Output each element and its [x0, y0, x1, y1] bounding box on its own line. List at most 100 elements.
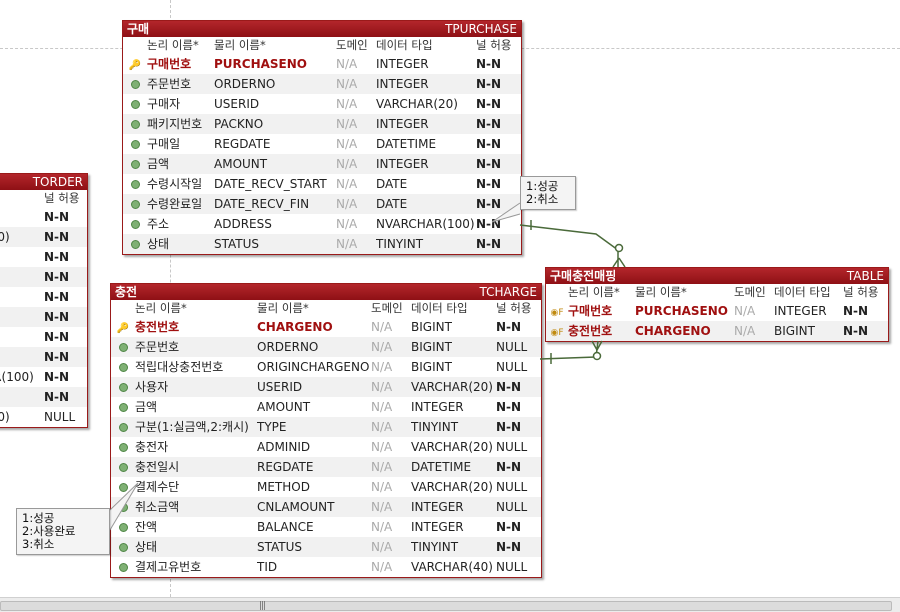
entity-torder[interactable]: TORDER 압 널 허용 N-N(20)N-NN-NEN-NN-NN-NN-N…: [0, 173, 88, 428]
attribute-domain: N/A: [371, 480, 393, 494]
attribute-nullable: NULL: [44, 410, 76, 424]
attribute-row[interactable]: AR(100)N-N: [0, 367, 87, 387]
entity-header[interactable]: 구매충전매핑 TABLE: [546, 268, 888, 284]
note-purchase-status[interactable]: 1:성공 2:취소: [520, 176, 576, 210]
note-line: 1:성공: [526, 179, 559, 193]
attribute-row[interactable]: N-N: [0, 307, 87, 327]
attribute-nullable: N-N: [44, 250, 70, 264]
column-header: 논리 이름* 물리 이름* 도메인 데이터 타입 널 허용: [111, 300, 541, 317]
attribute-key-cell: [111, 437, 135, 457]
attribute-key-cell: [123, 214, 147, 234]
attribute-physical: REGDATE: [214, 137, 271, 151]
attribute-logical: 주소: [147, 217, 170, 231]
col-header-datatype: 데이터 타입: [411, 301, 468, 315]
note-pointer-charge: [109, 482, 139, 531]
attribute-domain: N/A: [336, 137, 358, 151]
attribute-row[interactable]: (20)NULL: [0, 407, 87, 427]
attribute-key-cell: [123, 114, 147, 134]
attribute-datatype: BIGINT: [411, 340, 452, 354]
attribute-key-cell: [123, 94, 147, 114]
col-header-logical: 논리 이름*: [135, 301, 187, 315]
attribute-logical: 주문번호: [147, 77, 192, 91]
attribute-row[interactable]: N-N: [0, 287, 87, 307]
attribute-logical: 수령완료일: [147, 197, 203, 211]
entity-header[interactable]: 구매 TPURCHASE: [123, 21, 521, 37]
attribute-logical: 구분(1:실금액,2:캐시): [135, 420, 249, 434]
attribute-row[interactable]: N-N: [0, 327, 87, 347]
entity-logical-name: 충전: [115, 285, 138, 299]
entity-tcharge[interactable]: 충전 TCHARGE 논리 이름* 물리 이름* 도메인 데이터 타입 널 허용…: [110, 283, 542, 578]
col-header-datatype: 데이터 타입: [376, 38, 433, 52]
entity-logical-name: 구매충전매핑: [550, 269, 617, 283]
attribute-physical: STATUS: [257, 540, 303, 554]
attribute-domain: N/A: [336, 237, 358, 251]
col-header-physical: 물리 이름*: [257, 301, 309, 315]
column-dot-icon: [130, 220, 140, 229]
attribute-key-cell: [111, 537, 135, 557]
attribute-nullable: N-N: [843, 324, 869, 338]
entity-header[interactable]: 충전 TCHARGE: [111, 284, 541, 300]
horizontal-scrollbar[interactable]: |||: [0, 597, 900, 612]
attribute-logical: 상태: [135, 540, 158, 554]
attribute-logical: 금액: [135, 400, 158, 414]
attribute-datatype: DATE: [376, 197, 408, 211]
scrollbar-thumb[interactable]: |||: [0, 601, 892, 611]
attribute-key-cell: [123, 74, 147, 94]
attribute-nullable: N-N: [476, 157, 502, 171]
key-icon: 🔑: [128, 60, 142, 71]
entity-header[interactable]: TORDER: [0, 174, 87, 190]
note-charge-status[interactable]: 1:성공 2:사용완료 3:취소: [16, 508, 110, 555]
entity-tpurchase[interactable]: 구매 TPURCHASE 논리 이름* 물리 이름* 도메인 데이터 타입 널 …: [122, 20, 522, 255]
attribute-datatype: DATETIME: [411, 460, 472, 474]
attribute-row[interactable]: N-N: [0, 207, 87, 227]
attribute-key-cell: [123, 154, 147, 174]
attribute-row[interactable]: N-N: [0, 387, 87, 407]
entity-purchase-charge-mapping[interactable]: 구매충전매핑 TABLE 논리 이름* 물리 이름* 도메인 데이터 타입 널 …: [545, 267, 889, 342]
col-header-nullable: 널 허용: [843, 285, 879, 299]
attribute-nullable: NULL: [496, 480, 528, 494]
col-header-nullable: 널 허용: [44, 191, 80, 205]
foreign-primary-key-icon: ◉F: [550, 308, 564, 318]
attribute-row[interactable]: (20)N-N: [0, 227, 87, 247]
note-line: 1:성공: [22, 511, 55, 525]
attribute-domain: N/A: [336, 117, 358, 131]
attribute-nullable: N-N: [496, 420, 522, 434]
column-dot-icon: [118, 463, 128, 472]
attribute-physical: METHOD: [257, 480, 310, 494]
diagram-canvas[interactable]: TORDER 압 널 허용 N-N(20)N-NN-NEN-NN-NN-NN-N…: [0, 0, 900, 597]
attribute-row[interactable]: N-N: [0, 347, 87, 367]
attribute-physical: PACKNO: [214, 117, 264, 131]
attribute-logical: 취소금액: [135, 500, 180, 514]
attribute-row[interactable]: N-N: [0, 247, 87, 267]
attribute-row[interactable]: EN-N: [0, 267, 87, 287]
column-dot-icon: [118, 523, 128, 532]
col-header-datatype: 데이터 타입: [774, 285, 831, 299]
